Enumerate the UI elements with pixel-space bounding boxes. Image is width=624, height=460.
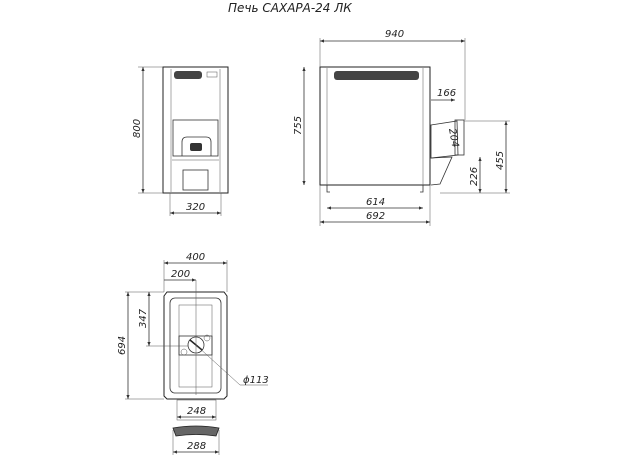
dim-248: 248	[187, 406, 206, 417]
dim-113: ϕ113	[243, 375, 269, 386]
dim-694: 694	[117, 336, 128, 355]
dim-200: 200	[171, 269, 190, 280]
ash-drawer	[182, 169, 209, 191]
dim-204: 204	[446, 128, 460, 149]
door-handle-icon	[190, 143, 202, 151]
side-view: 940 755 166 204 455 226 614 692	[293, 29, 510, 226]
dim-455: 455	[495, 151, 506, 170]
door-handle	[172, 425, 220, 437]
dim-226: 226	[469, 167, 480, 186]
dim-width-320: 320	[186, 202, 205, 213]
vent-holes	[174, 71, 218, 79]
top-view: 400 200 694 347 ϕ113 248 288	[117, 252, 269, 455]
dim-940: 940	[385, 29, 404, 40]
dim-400: 400	[186, 252, 205, 263]
dim-288: 288	[187, 441, 206, 452]
dim-614: 614	[366, 197, 385, 208]
front-view: 800 320	[132, 66, 229, 216]
door-projection	[176, 399, 217, 421]
dim-692: 692	[366, 211, 385, 222]
drawing-title: Печь САХАРА-24 ЛК	[228, 1, 352, 15]
dim-755: 755	[293, 116, 304, 135]
legs	[326, 185, 424, 193]
firebox-door	[172, 119, 219, 157]
vent-holes	[334, 71, 419, 80]
dim-347: 347	[138, 308, 149, 328]
dim-166: 166	[437, 88, 456, 99]
dim-height-800: 800	[132, 119, 143, 138]
